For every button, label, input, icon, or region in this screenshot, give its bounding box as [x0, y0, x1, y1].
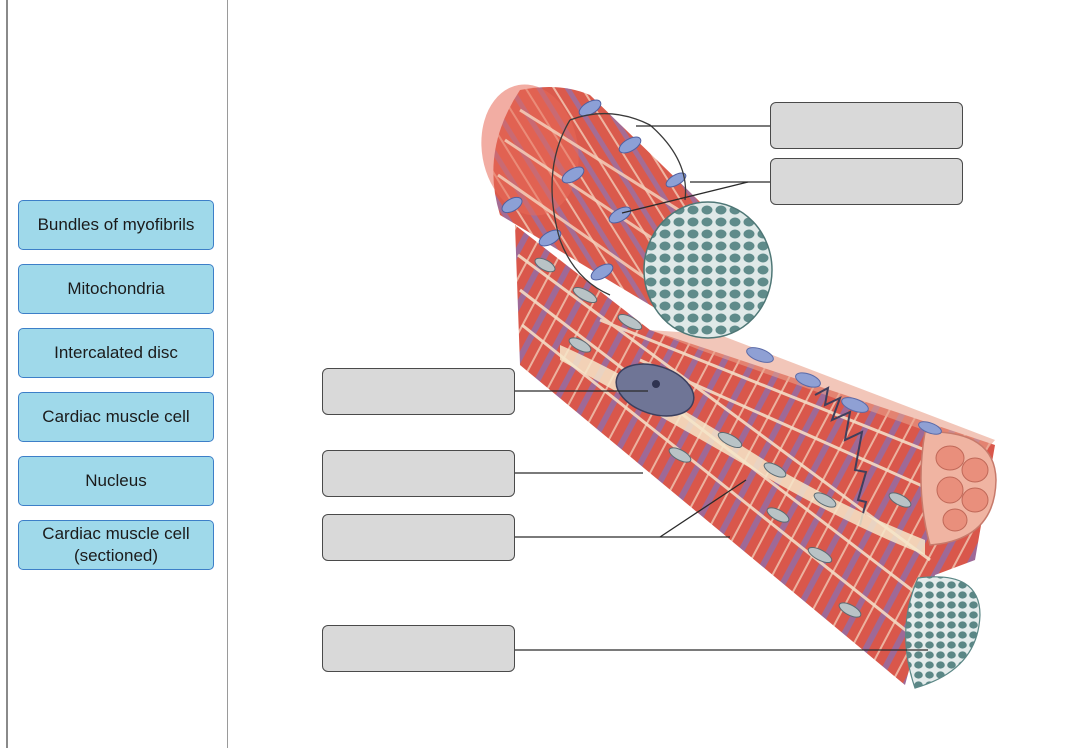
leader-line: [621, 181, 749, 214]
drop-zone-4[interactable]: [322, 450, 515, 497]
upper-fiber-cylinder: [481, 84, 773, 339]
chip-cardiac-muscle-cell-sectioned[interactable]: Cardiac muscle cell (sectioned): [18, 520, 214, 570]
drop-zone-1[interactable]: [770, 102, 963, 149]
chip-label: Cardiac muscle cell (sectioned): [42, 524, 190, 565]
leader-line: [659, 479, 747, 538]
drop-zone-6[interactable]: [322, 625, 515, 672]
chip-label: Intercalated disc: [54, 343, 178, 362]
chip-label: Nucleus: [85, 471, 147, 490]
panel-divider: [227, 0, 228, 748]
lower-fiber-block: [515, 225, 997, 689]
cardiac-muscle-illustration: [481, 84, 997, 689]
chip-nucleus[interactable]: Nucleus: [18, 456, 214, 506]
left-border: [0, 0, 8, 748]
drop-zone-3[interactable]: [322, 368, 515, 415]
word-bank: Bundles of myofibrils Mitochondria Inter…: [18, 200, 214, 584]
leader-lines: [515, 125, 928, 651]
chip-label: Mitochondria: [67, 279, 165, 298]
chip-intercalated-disc[interactable]: Intercalated disc: [18, 328, 214, 378]
chip-bundles-of-myofibrils[interactable]: Bundles of myofibrils: [18, 200, 214, 250]
chip-label: Bundles of myofibrils: [37, 215, 195, 234]
chip-label: Cardiac muscle cell: [42, 407, 190, 426]
drop-zone-5[interactable]: [322, 514, 515, 561]
drop-zone-2[interactable]: [770, 158, 963, 205]
chip-mitochondria[interactable]: Mitochondria: [18, 264, 214, 314]
chip-cardiac-muscle-cell[interactable]: Cardiac muscle cell: [18, 392, 214, 442]
